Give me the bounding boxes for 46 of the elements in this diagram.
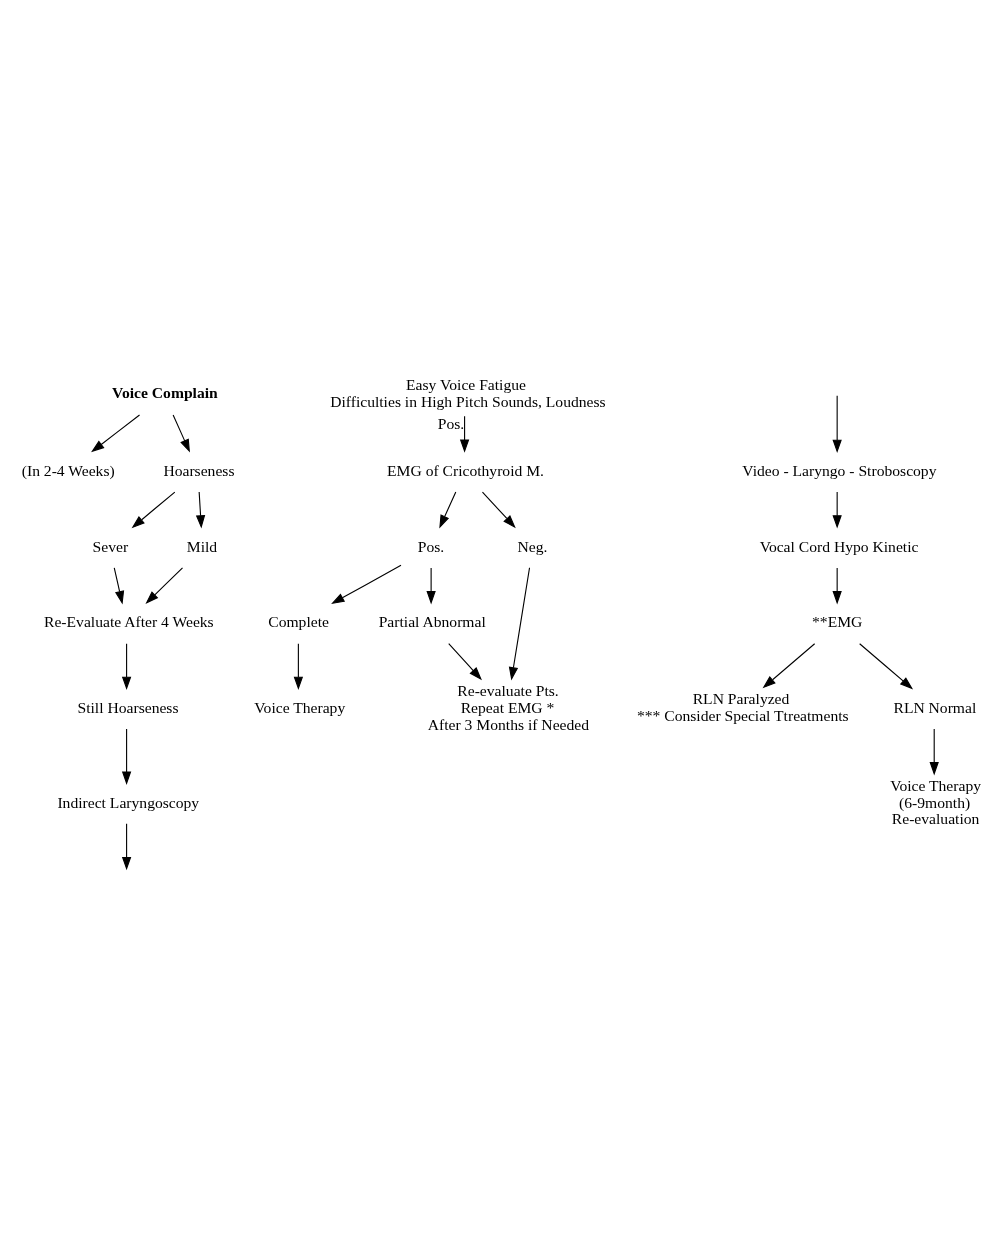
arrow [121, 728, 132, 785]
node-text: RLN Normal [893, 698, 977, 716]
arrow [426, 567, 436, 605]
node-text: **EMG [812, 613, 863, 631]
node-text: Easy Voice Fatigue Difficulties in High Pitch Sounds, Loudness [330, 376, 606, 411]
arrow [195, 491, 206, 529]
node-text: Voice Therapy [254, 698, 346, 716]
node-text: Pos. [417, 537, 445, 555]
arrow [121, 643, 132, 691]
arrow [113, 567, 125, 605]
arrow [131, 491, 176, 529]
arrow [91, 414, 141, 453]
node-text: Still Hoarseness [77, 698, 179, 716]
node-text: Complete [268, 613, 329, 631]
node-text: Video - Laryngo - Stroboscopy [742, 461, 937, 479]
node-text: Hoarseness [163, 461, 235, 479]
arrow [929, 728, 939, 776]
node-text: Indirect Laryngoscopy [57, 793, 200, 811]
node-text: (In 2-4 Weeks) [21, 461, 115, 479]
arrow [331, 564, 402, 605]
node-text: Re-Evaluate After 4 Weeks [44, 613, 214, 631]
node-text: RLN Paralyzed *** Consider Special Ttreatments [636, 690, 849, 725]
arrow [481, 491, 516, 529]
node-text: Neg. [517, 537, 548, 555]
arrow [459, 415, 470, 453]
node-text: Sever [92, 537, 129, 555]
node-text: Voice Complain [112, 383, 218, 401]
arrow [832, 491, 842, 529]
node-text: Re-evaluate Pts. Repeat EMG * After 3 Months if Needed [427, 682, 590, 733]
node-text: EMG of Cricothyroid M. [387, 461, 545, 479]
node-text: Voice Therapy (6-9month) Re-evaluation [890, 776, 982, 828]
arrow [439, 491, 457, 529]
arrow [832, 395, 842, 454]
node-text: Vocal Cord Hypo Kinetic [759, 537, 919, 555]
arrow [762, 643, 816, 689]
arrow [859, 643, 914, 690]
arrow [508, 567, 531, 681]
arrow [448, 643, 482, 681]
arrow [293, 643, 304, 691]
arrow [832, 567, 842, 605]
arrow [145, 567, 184, 604]
node-text: Mild [186, 537, 218, 555]
edge-label: Pos. [437, 415, 465, 433]
arrow [121, 823, 132, 871]
arrow [172, 414, 190, 453]
node-text: Partial Abnormal [378, 613, 486, 631]
